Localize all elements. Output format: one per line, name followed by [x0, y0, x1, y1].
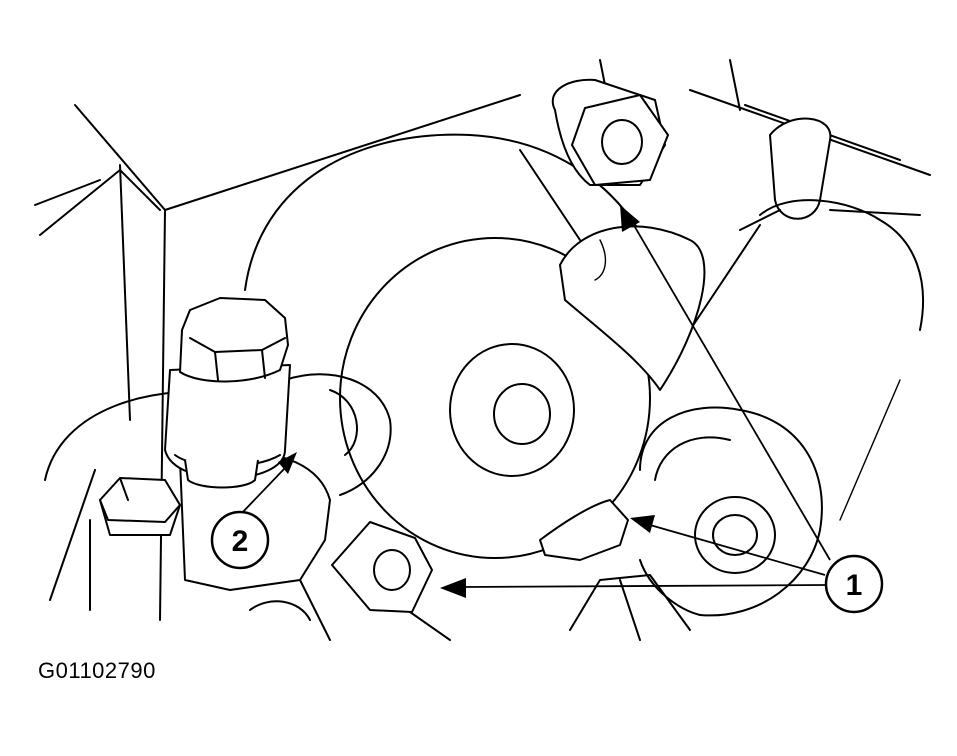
callout-2-label: 2	[232, 525, 249, 558]
engine-component-illustration: 2 1	[34, 59, 931, 641]
arrow-to-sensor	[278, 452, 297, 474]
left-bolt	[99, 477, 181, 536]
lower-pulley	[569, 406, 823, 641]
callout-1-label: 1	[846, 569, 863, 602]
mounting-bracket	[559, 225, 706, 391]
lower-center-bolt	[299, 521, 451, 641]
callout-leaders	[239, 205, 831, 598]
sensor-2	[164, 297, 291, 489]
pipe-assembly	[689, 117, 924, 331]
figure-id-code: G01102790	[38, 658, 156, 683]
main-housing-circle	[339, 237, 651, 559]
arrow-to-upper-bolt	[620, 205, 640, 232]
lower-right-bolt	[539, 499, 629, 561]
upper-bolt	[551, 78, 669, 186]
arrow-to-right-bolt	[630, 515, 655, 533]
arrow-to-lower-bolt	[440, 578, 466, 598]
callout-2: 2	[210, 510, 270, 570]
cover-housing	[244, 133, 651, 291]
callout-1: 1	[824, 554, 884, 614]
